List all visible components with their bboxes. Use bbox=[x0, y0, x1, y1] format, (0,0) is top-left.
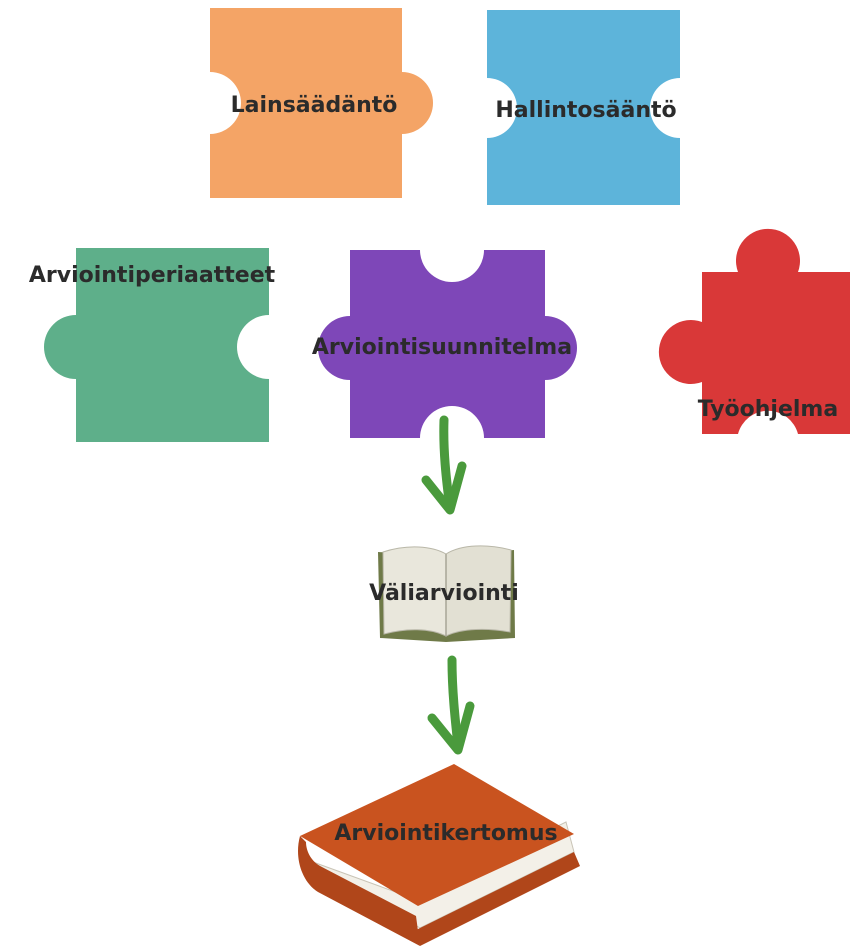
puzzle-shape-arviointiperiaatteet bbox=[44, 248, 269, 442]
label-arviointisuunnitelma: Arviointisuunnitelma bbox=[312, 335, 572, 360]
puzzle-piece-lainsaadanto: Lainsäädäntö bbox=[210, 8, 434, 198]
puzzle-piece-tyoohjelma: Työohjelma bbox=[658, 228, 850, 434]
book-page-right bbox=[445, 545, 512, 637]
label-arviointikertomus: Arviointikertomus bbox=[334, 821, 557, 846]
puzzle-shape-hallintosaanto bbox=[487, 10, 680, 205]
puzzle-shape-arviointisuunnitelma bbox=[318, 250, 577, 438]
label-valiarviointi: Väliarviointi bbox=[369, 581, 519, 606]
book-spine bbox=[298, 836, 420, 946]
arrow-down-1 bbox=[421, 415, 467, 515]
puzzle-piece-hallintosaanto: Hallintosääntö bbox=[487, 10, 680, 205]
closed-book-arviointikertomus: Arviointikertomus bbox=[298, 764, 580, 946]
label-hallintosaanto: Hallintosääntö bbox=[495, 98, 676, 123]
arrow-down-2 bbox=[427, 655, 475, 755]
book-top-cover bbox=[300, 764, 574, 906]
label-lainsaadanto: Lainsäädäntö bbox=[231, 93, 398, 118]
label-tyoohjelma: Työohjelma bbox=[698, 397, 838, 422]
label-arviointiperiaatteet: Arviointiperiaatteet bbox=[29, 263, 276, 288]
puzzle-shape-tyoohjelma bbox=[658, 228, 850, 434]
open-book-valiarviointi: Väliarviointi bbox=[369, 545, 519, 642]
book-bottom-cover bbox=[416, 852, 580, 946]
puzzle-shape-lainsaadanto bbox=[210, 8, 434, 198]
puzzle-piece-arviointisuunnitelma: Arviointisuunnitelma bbox=[312, 250, 577, 438]
puzzle-piece-arviointiperiaatteet: Arviointiperiaatteet bbox=[29, 248, 276, 442]
